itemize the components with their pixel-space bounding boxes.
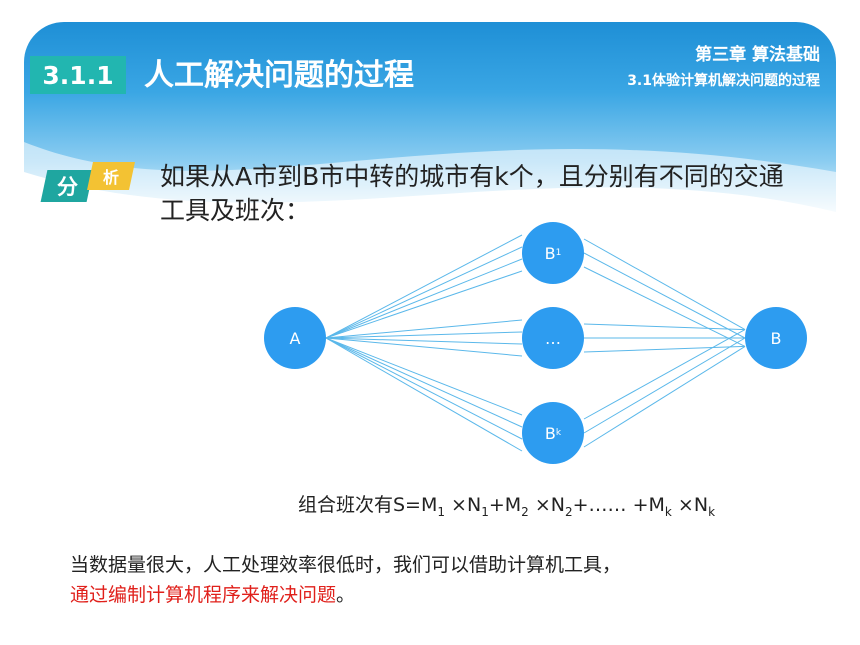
conclusion-highlight: 通过编制计算机程序来解决问题 [70,584,337,606]
edge-17 [325,337,523,452]
edge-14 [325,337,523,416]
edge-3 [325,270,523,339]
edge-10 [325,337,523,357]
edge-20 [583,345,746,448]
edge-1 [325,246,523,339]
edge-2 [325,258,523,339]
edge-0 [325,234,523,339]
analysis-badge: 分 析 [40,162,135,202]
edge-9 [325,337,523,345]
chapter-title: 第三章 算法基础 [695,45,820,65]
edge-15 [325,337,523,428]
edge-11 [583,323,746,331]
edge-19 [583,337,746,434]
edge-4 [583,238,746,331]
subsection-title: 3.1体验计算机解决问题的过程 [627,73,820,89]
section-number: 3.1.1 [30,56,126,94]
node-target: B [745,307,807,369]
section-title: 人工解决问题的过程 [144,58,414,93]
edge-6 [583,266,746,347]
node-middle-ellipsis: … [522,307,584,369]
formula: 组合班次有S=M1 ×N1+M2 ×N2+…… +Mk ×Nk [298,494,716,519]
edge-7 [325,319,523,339]
conclusion-text: 当数据量很大，人工处理效率很低时，我们可以借助计算机工具， 通过编制计算机程序来… [70,550,810,610]
analysis-badge-part2: 析 [87,162,135,190]
edge-8 [325,331,523,339]
edge-5 [583,252,746,339]
conclusion-line2: 通过编制计算机程序来解决问题。 [70,584,356,606]
edge-18 [583,329,746,420]
node-source: A [264,307,326,369]
analysis-badge-part1: 分 [40,170,94,202]
intro-text: 如果从A市到B市中转的城市有k个，且分别有不同的交通工具及班次： [160,162,784,225]
conclusion-line1: 当数据量很大，人工处理效率很低时，我们可以借助计算机工具， [70,554,622,576]
edge-16 [325,337,523,440]
banner-wave-decoration [24,142,836,242]
edge-13 [583,345,746,353]
